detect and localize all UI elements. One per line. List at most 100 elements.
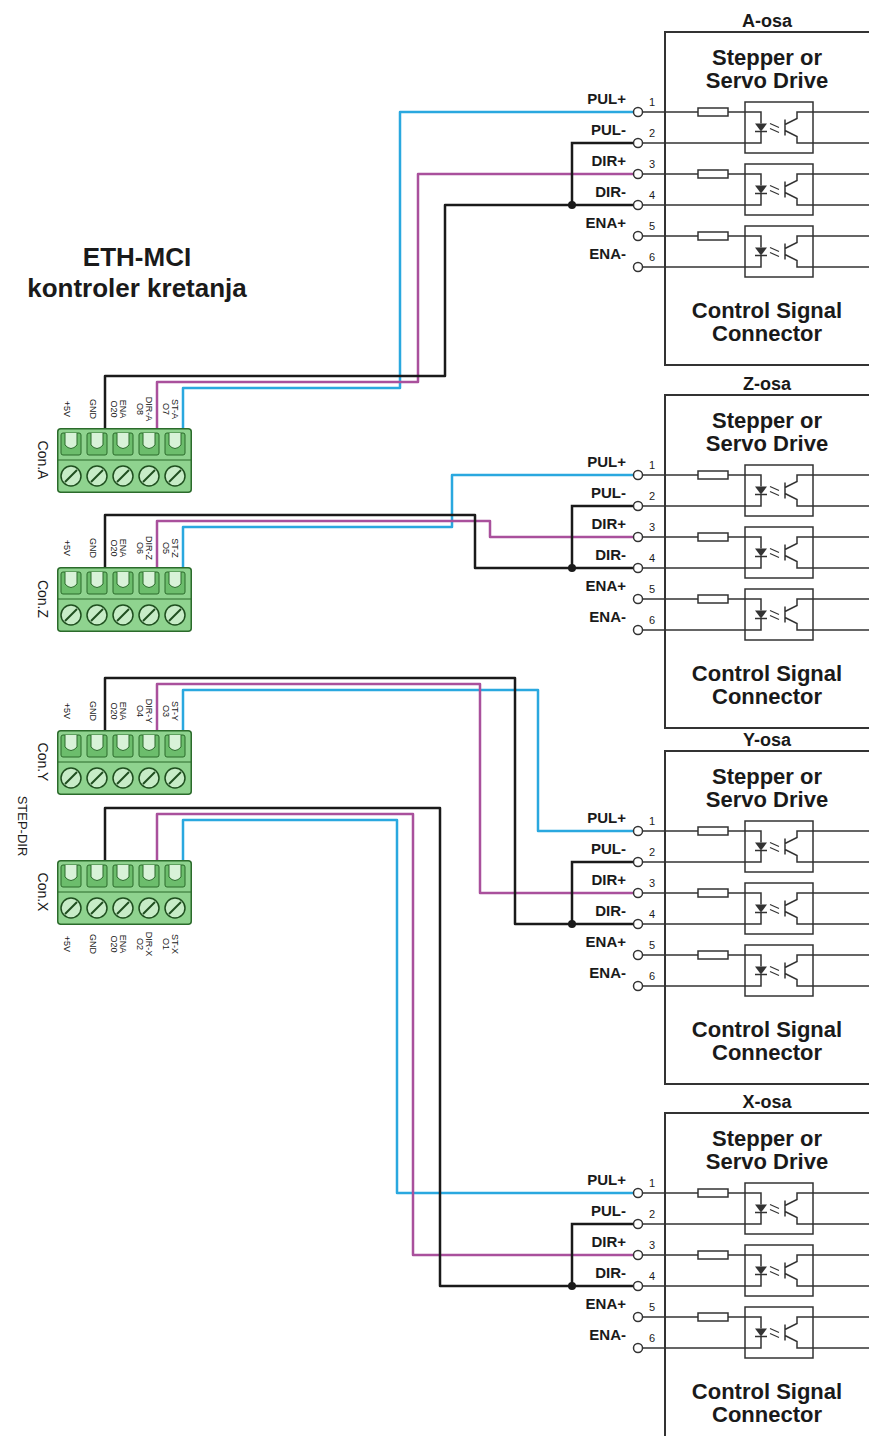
resistor-symbol [698,533,728,541]
terminal-stub [643,474,666,476]
terminal-name: ENA- [576,608,626,626]
signal-wire [183,820,633,1193]
terminal-screw [165,605,185,625]
resistor-symbol [698,1251,728,1259]
terminal-screw [113,605,133,625]
led-symbol [745,537,767,568]
ground-bridge [572,1224,633,1286]
junction-dot [568,564,576,572]
terminal-screw [61,466,81,486]
signal-wire [183,112,633,428]
terminal-number: 1 [645,815,659,828]
wire-entry [61,433,81,455]
terminal-name: ENA+ [576,1295,626,1313]
rail-line [220,370,221,974]
transistor-symbol [785,831,869,862]
led-symbol [755,186,767,194]
terminal-number: 3 [645,877,659,890]
rail-line [214,370,215,974]
wire-entry [65,865,77,881]
wire-entry [113,433,133,455]
terminal-screw [91,470,103,482]
optocoupler-box [745,102,813,153]
wire-entry [169,865,181,881]
terminal-name: DIR- [576,546,626,564]
optocoupler-box [745,465,813,516]
terminal-stub [643,173,666,175]
pin-name: +5V [56,533,76,563]
terminal-block: Con.X [30,860,192,925]
terminal-screw [113,898,133,918]
pin-name: ENA O20 [108,696,128,726]
terminal-screw [165,466,185,486]
wire-entry [143,865,155,881]
terminal-screw [143,470,155,482]
led-symbol [755,124,767,132]
terminal-pin [634,889,643,898]
terminal-number: 2 [645,127,659,140]
terminal-screw [117,470,129,482]
wire-entry [143,735,155,751]
wire-entry [113,865,133,887]
terminal-number: 5 [645,939,659,952]
light-arrows [770,186,779,195]
signal-wire [157,814,633,1255]
terminal-screw [87,768,107,788]
pin-name: ENA O20 [108,533,128,563]
resistor-symbol [698,595,728,603]
terminal-pin [634,1282,643,1291]
drive-caption: Stepper or Servo Drive [687,765,847,811]
led-symbol [755,248,767,256]
pin-name: DIR-X O2 [134,929,154,959]
terminal-number: 1 [645,1177,659,1190]
mount-bracket [18,318,230,370]
terminal-number: 5 [645,1301,659,1314]
transistor-symbol [785,475,869,506]
pin-name: ST-Z O5 [160,533,180,563]
pin-name: +5V [56,929,76,959]
terminal-stub [643,142,666,144]
wire-entry [61,572,81,594]
transistor-symbol [785,955,869,986]
terminal-screw [61,605,81,625]
transistor-symbol [785,893,869,924]
terminal-block-drawing [57,567,192,632]
pin-name: +5V [56,696,76,726]
wire-entry [165,865,185,887]
led-symbol [745,112,767,143]
wire-entry [113,735,133,757]
terminal-screw [117,609,129,621]
terminal-name: ENA+ [576,933,626,951]
resistor-symbol [698,471,728,479]
wire-entry [65,572,77,588]
terminal-block: Con.Y [30,730,192,795]
junction-dot [568,1282,576,1290]
terminal-stub [643,1347,666,1349]
terminal-screw [65,772,77,784]
terminal-screw [169,902,181,914]
wire-entry [91,572,103,588]
transistor-symbol [785,174,869,205]
optocoupler-box [745,883,813,934]
resistor-symbol [698,827,728,835]
terminal-pin [634,1344,643,1353]
terminal-screw [87,898,107,918]
light-arrows [770,1205,779,1214]
terminal-block-body [58,599,191,600]
terminal-block-drawing [57,860,192,925]
light-arrows [770,549,779,558]
wire-entry [87,865,107,887]
terminal-number: 5 [645,220,659,233]
led-symbol [745,893,767,924]
connector-name: Con.Z [33,569,53,629]
terminal-block-drawing [57,428,192,493]
transistor-symbol [785,599,869,630]
led-symbol [745,174,767,205]
terminal-name: PUL+ [576,453,626,471]
terminal-name: DIR- [576,183,626,201]
terminal-name: DIR+ [576,152,626,170]
terminal-stub [643,1223,666,1225]
light-arrows [770,487,779,496]
resistor-symbol [698,108,728,116]
terminal-pin [634,232,643,241]
